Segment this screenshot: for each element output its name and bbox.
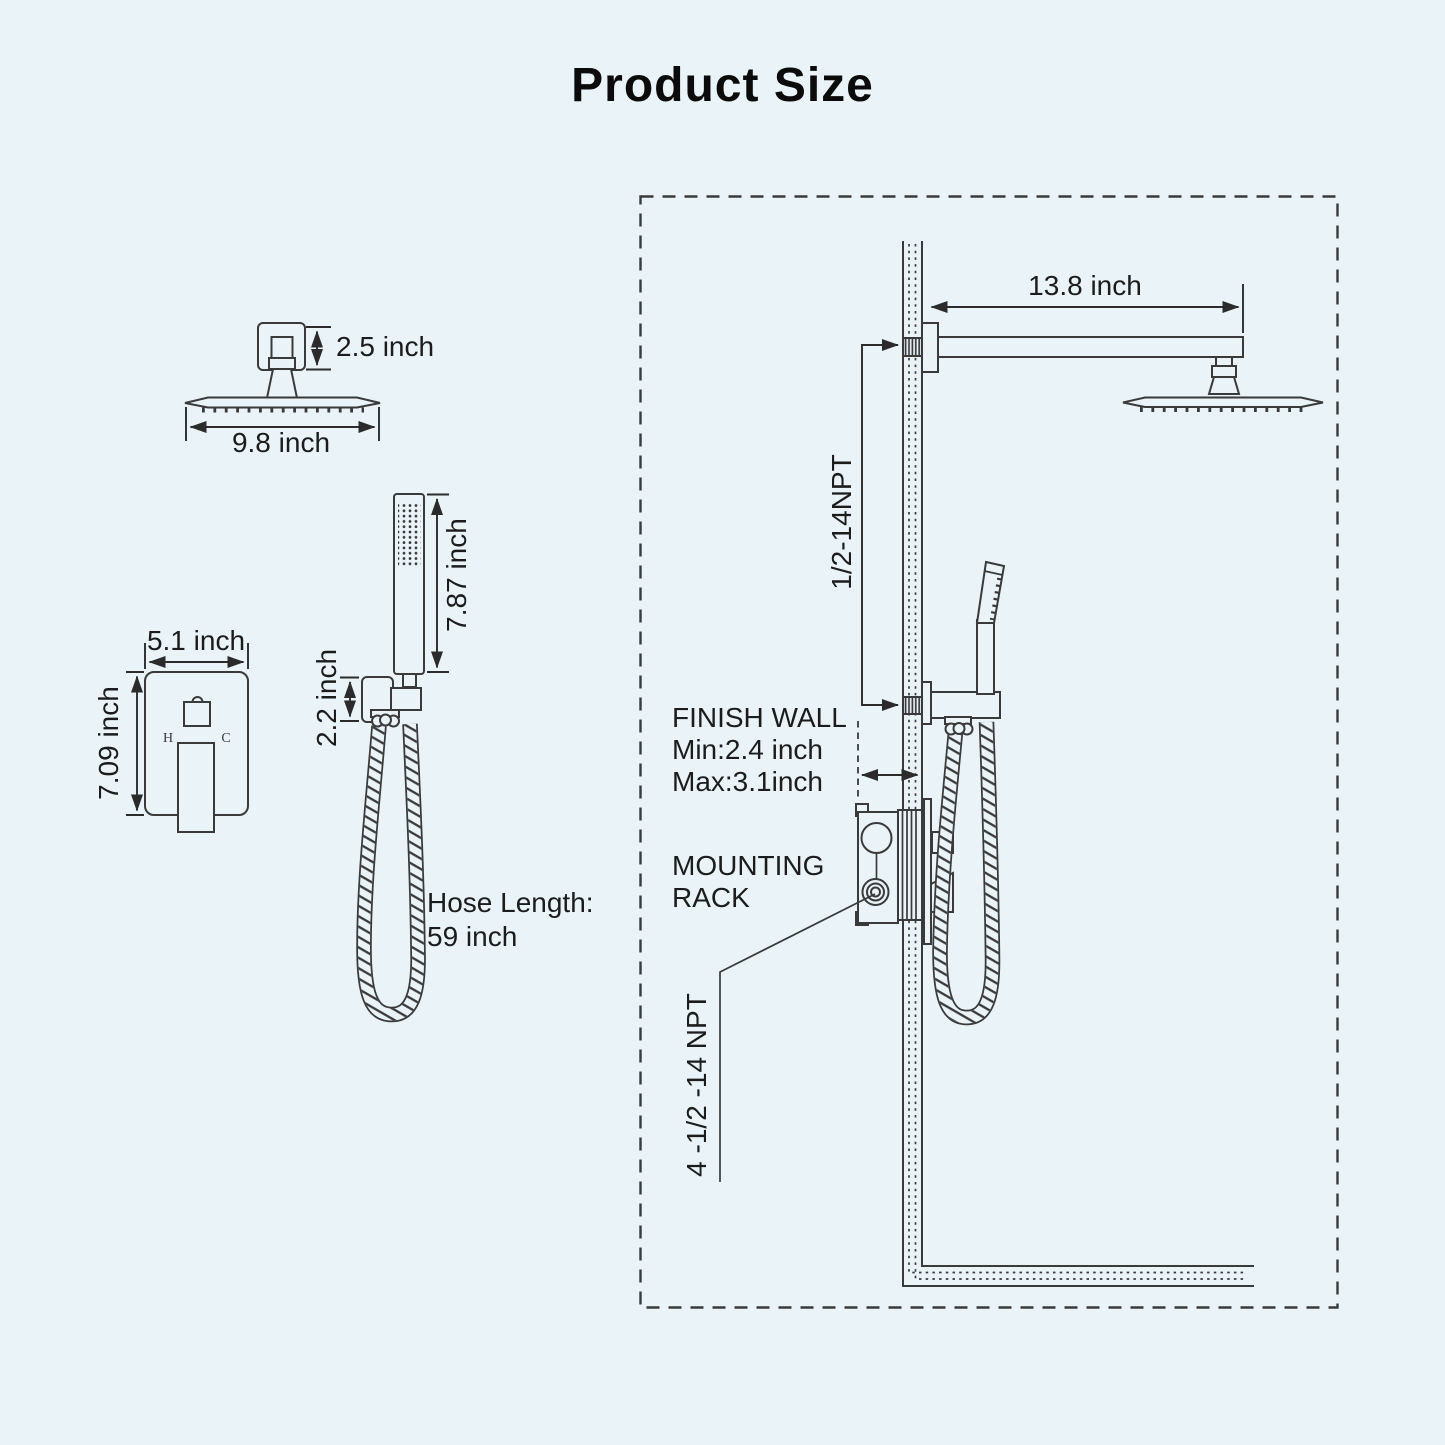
installed-wand-upper [975, 560, 1006, 624]
showerhead-plate [184, 396, 381, 409]
label-holder-height: 2.2 inch [311, 649, 342, 747]
holder-arm [390, 687, 422, 711]
upper-npt-callout: 1/2-14NPT [826, 339, 899, 711]
hand-shower-nozzle [402, 673, 417, 688]
head-connector [1215, 356, 1233, 367]
hand-shower-view: 7.87 inch 2.2 inch Hose Length: 59 inch [311, 493, 594, 1023]
showerhead-nut [268, 357, 296, 370]
label-finish-wall: FINISH WALL [672, 702, 847, 733]
npt-lower-leader [719, 893, 876, 1182]
mounting-plate [897, 809, 923, 921]
label-head-width: 9.8 inch [232, 427, 330, 458]
mixer-valve-front-view: H C 5.1 inch 7.09 inch [93, 625, 249, 833]
showerhead-neck [265, 368, 299, 399]
installed-hose [932, 721, 1001, 1026]
label-finish-wall-min: Min:2.4 inch [672, 734, 823, 765]
hose-coupling-ring [952, 722, 966, 735]
holder-wall-thread [902, 696, 923, 715]
diverter-knob [191, 696, 204, 703]
label-finish-wall-max: Max:3.1inch [672, 766, 823, 797]
page-title: Product Size [571, 59, 874, 112]
valve-port-mid [866, 882, 885, 902]
label-arm-length: 13.8 inch [1028, 270, 1142, 301]
label-hose-length-1: Hose Length: [427, 887, 594, 918]
label-hot: H [163, 731, 173, 746]
label-hose-length-2: 59 inch [427, 921, 517, 952]
installed-holder-arm [930, 691, 1001, 719]
head-neck [1207, 376, 1241, 395]
installed-head-plate [1122, 396, 1324, 408]
shower-arm [937, 336, 1244, 358]
hand-shower-sprayface [398, 502, 421, 566]
label-wand-length: 7.87 inch [441, 518, 472, 632]
arm-wall-flange [921, 322, 939, 373]
label-cold: C [221, 731, 230, 746]
valve-handle [177, 742, 215, 833]
hand-shower-hose [356, 723, 426, 1023]
label-valve-height: 7.09 inch [93, 686, 124, 800]
wall-section [902, 241, 1254, 1287]
arm-wall-thread [902, 337, 923, 357]
label-mounting-rack-2: RACK [672, 882, 750, 913]
label-mounting-rack-1: MOUNTING [672, 850, 824, 881]
wand-spray-edge [989, 577, 1002, 621]
label-lower-thread: 4 -1/2 -14 NPT [681, 993, 712, 1177]
installation-diagram: 13.8 inch 1/2-14NPT [639, 195, 1339, 1309]
npt-leader-bracket [861, 339, 899, 711]
valve-port-outer [861, 878, 890, 906]
hose-coupling-ring [379, 713, 392, 727]
installed-shower-arm: 13.8 inch [902, 270, 1324, 412]
finish-wall-dimension [857, 721, 919, 801]
diverter-button [183, 701, 211, 727]
installed-holder-flange [921, 681, 932, 725]
trim-plate-edge [923, 798, 932, 945]
wand-cap-line [984, 570, 1003, 576]
diagram-dashed-border [639, 195, 1339, 1309]
installed-hand-shower [902, 560, 1006, 1026]
installed-wand-lower [976, 619, 995, 695]
showerhead-side-view: 2.5 inch 9.8 inch [184, 322, 434, 458]
lower-npt-callout: 4 -1/2 -14 NPT [681, 893, 876, 1182]
label-valve-width: 5.1 inch [147, 625, 245, 656]
valve-port-inner [870, 886, 881, 898]
head-nut [1211, 365, 1237, 378]
label-upper-thread: 1/2-14NPT [826, 454, 857, 589]
label-head-height: 2.5 inch [336, 331, 434, 362]
